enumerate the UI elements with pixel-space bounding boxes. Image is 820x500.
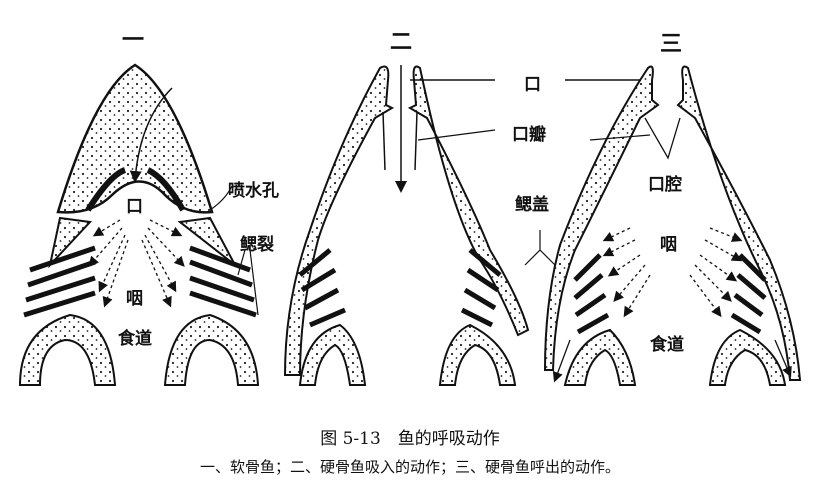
label-pharynx-3: 咽: [660, 235, 677, 255]
label-mouth-1: 口: [126, 197, 143, 217]
panel-1-cartilaginous-fish: [18, 63, 260, 386]
label-spiracle: 喷水孔: [228, 181, 279, 201]
label-oral-cavity: 口腔: [648, 175, 682, 195]
label-operculum: 鳃盖: [515, 195, 549, 215]
label-esophagus-1: 食道: [118, 329, 152, 349]
panel-number-3: 三: [660, 31, 683, 57]
label-gill-slits: 鳃裂: [240, 235, 274, 255]
panel-number-2: 二: [390, 29, 413, 55]
label-esophagus-3: 食道: [650, 335, 684, 355]
figure-caption-subtitle: 一、软骨鱼；二、硬骨鱼吸入的动作；三、硬骨鱼呼出的动作。: [199, 458, 620, 476]
label-mouth-2: 口: [524, 75, 541, 95]
label-pharynx-1: 咽: [126, 289, 143, 309]
panel-number-1: 一: [122, 27, 145, 53]
label-oral-valve: 口瓣: [512, 125, 546, 145]
panel-3-bony-fish-exhale: [543, 65, 802, 386]
figure-caption-title: 图 5-13 鱼的呼吸动作: [320, 429, 500, 449]
panel-2-bony-fish-inhale: [283, 65, 640, 386]
